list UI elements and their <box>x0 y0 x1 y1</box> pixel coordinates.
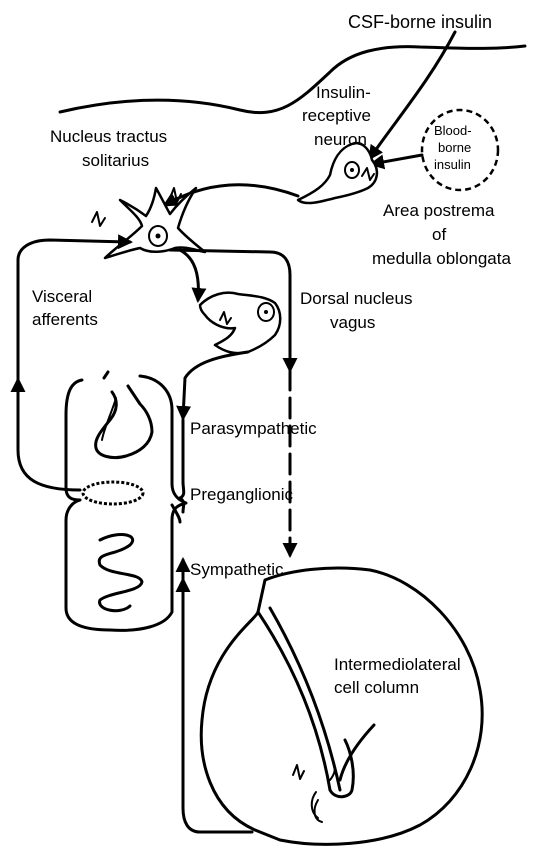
insulin-receptive-neuron <box>298 143 377 203</box>
area-postrema-label-3: medulla oblongata <box>372 249 511 268</box>
dorsal-label-1: Dorsal nucleus <box>300 289 412 308</box>
area-postrema-label-1: Area postrema <box>383 201 495 220</box>
nts-to-dorsal-arrow <box>180 250 198 300</box>
blood-insulin-arrow <box>372 155 422 164</box>
iml-label-1: Intermediolateral <box>334 655 461 674</box>
intestine-shape <box>99 535 142 611</box>
insulin-receptive-label-2: receptive <box>302 106 371 125</box>
preganglionic-bracket <box>180 420 184 512</box>
blood-label-1: Blood- <box>434 123 472 138</box>
iml-label-2: cell column <box>334 678 419 697</box>
preganglionic-label: Preganglionic <box>190 485 294 504</box>
area-postrema-label-2: of <box>432 225 446 244</box>
nts-label-1: Nucleus tractus <box>50 127 167 146</box>
visceral-label-2: afferents <box>32 310 98 329</box>
sympathetic-loop <box>183 580 252 832</box>
medulla-surface-line <box>60 46 525 113</box>
pancreas-shape <box>83 482 143 504</box>
stomach-shape <box>96 386 152 458</box>
parasympathetic-label: Parasympathetic <box>190 419 317 438</box>
visceral-label-1: Visceral <box>32 287 92 306</box>
nts-label-2: solitarius <box>82 151 149 170</box>
insulin-receptive-label-3: neuron <box>314 130 367 149</box>
nts-neuron <box>105 188 205 258</box>
visceral-afferents-loop <box>18 240 130 490</box>
dorsal-vagus-neuron <box>200 293 280 354</box>
dorsal-label-2: vagus <box>330 313 375 332</box>
insulin-receptive-label-1: Insulin- <box>316 83 371 102</box>
sympathetic-label: Sympathetic <box>190 560 284 579</box>
spinal-cord-section <box>201 568 482 844</box>
vagal-efferent-arrow <box>183 352 248 418</box>
blood-label-2: borne <box>438 140 471 155</box>
csf-insulin-label: CSF-borne insulin <box>348 12 492 32</box>
blood-label-3: insulin <box>434 157 471 172</box>
